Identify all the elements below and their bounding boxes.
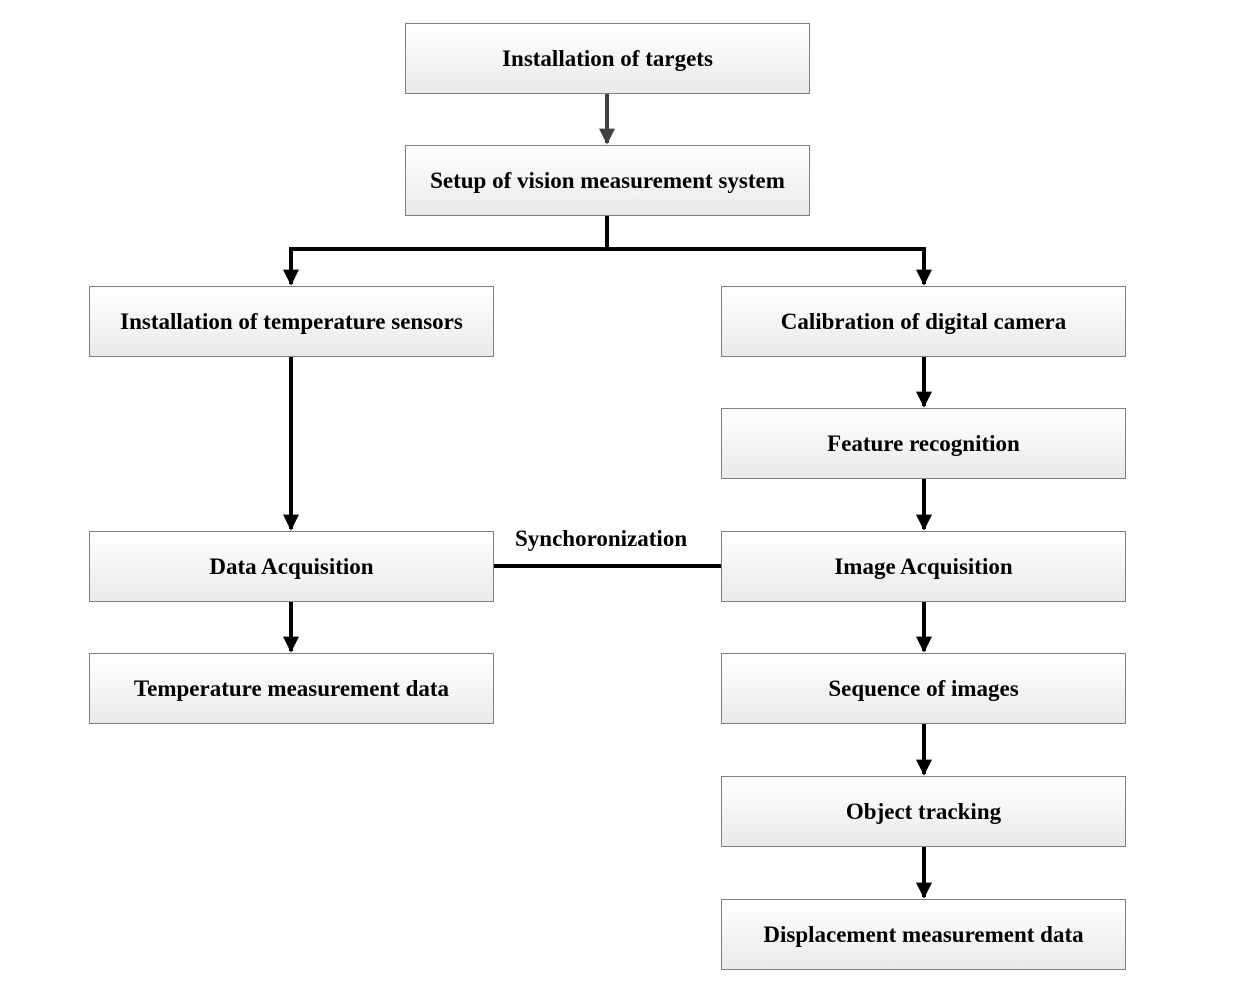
node-setup-vision-measurement-system: Setup of vision measurement system <box>405 145 810 216</box>
node-temperature-measurement-data: Temperature measurement data <box>89 653 494 724</box>
node-displacement-measurement-data: Displacement measurement data <box>721 899 1126 970</box>
node-calibration-digital-camera: Calibration of digital camera <box>721 286 1126 357</box>
node-feature-recognition: Feature recognition <box>721 408 1126 479</box>
node-installation-temperature-sensors: Installation of temperature sensors <box>89 286 494 357</box>
node-sequence-of-images: Sequence of images <box>721 653 1126 724</box>
node-installation-of-targets: Installation of targets <box>405 23 810 94</box>
node-data-acquisition: Data Acquisition <box>89 531 494 602</box>
node-image-acquisition: Image Acquisition <box>721 531 1126 602</box>
node-object-tracking: Object tracking <box>721 776 1126 847</box>
synchronization-label: Synchoronization <box>515 526 688 551</box>
